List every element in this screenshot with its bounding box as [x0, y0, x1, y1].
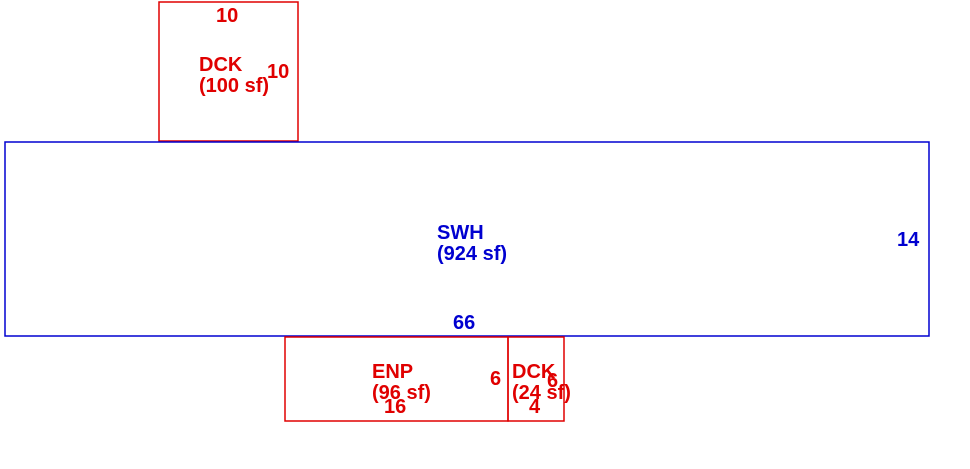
deck-small-area-label: (24 sf) — [512, 382, 571, 404]
deck-small-area[interactable]: DCK (24 sf) 6 4 — [507, 336, 571, 422]
deck-top-width-dim: 10 — [216, 5, 238, 27]
enclosed-porch-area[interactable]: ENP (96 sf) 6 16 — [284, 336, 509, 422]
main-area-width-dim: 66 — [453, 312, 475, 334]
main-area-area-label: (924 sf) — [437, 243, 507, 265]
deck-small-code: DCK — [512, 361, 556, 383]
main-area-depth-dim: 14 — [897, 229, 920, 251]
deck-top-area-label: (100 sf) — [199, 75, 269, 97]
porch-area-label: (96 sf) — [372, 382, 431, 404]
deck-small-depth-dim: 6 — [547, 370, 558, 392]
deck-top-depth-dim: 10 — [267, 61, 289, 83]
main-area-code: SWH — [437, 222, 484, 244]
porch-depth-dim: 6 — [490, 368, 501, 390]
porch-width-dim: 16 — [384, 396, 406, 418]
deck-top-outline — [158, 1, 299, 142]
main-living-area[interactable]: SWH (924 sf) 14 66 — [4, 141, 930, 337]
deck-top-area[interactable]: 10 10 DCK (100 sf) — [158, 1, 299, 142]
main-area-outline — [4, 141, 930, 337]
porch-code: ENP — [372, 361, 413, 383]
deck-small-outline — [507, 336, 565, 422]
deck-small-width-dim: 4 — [529, 396, 541, 418]
deck-top-code: DCK — [199, 54, 243, 76]
